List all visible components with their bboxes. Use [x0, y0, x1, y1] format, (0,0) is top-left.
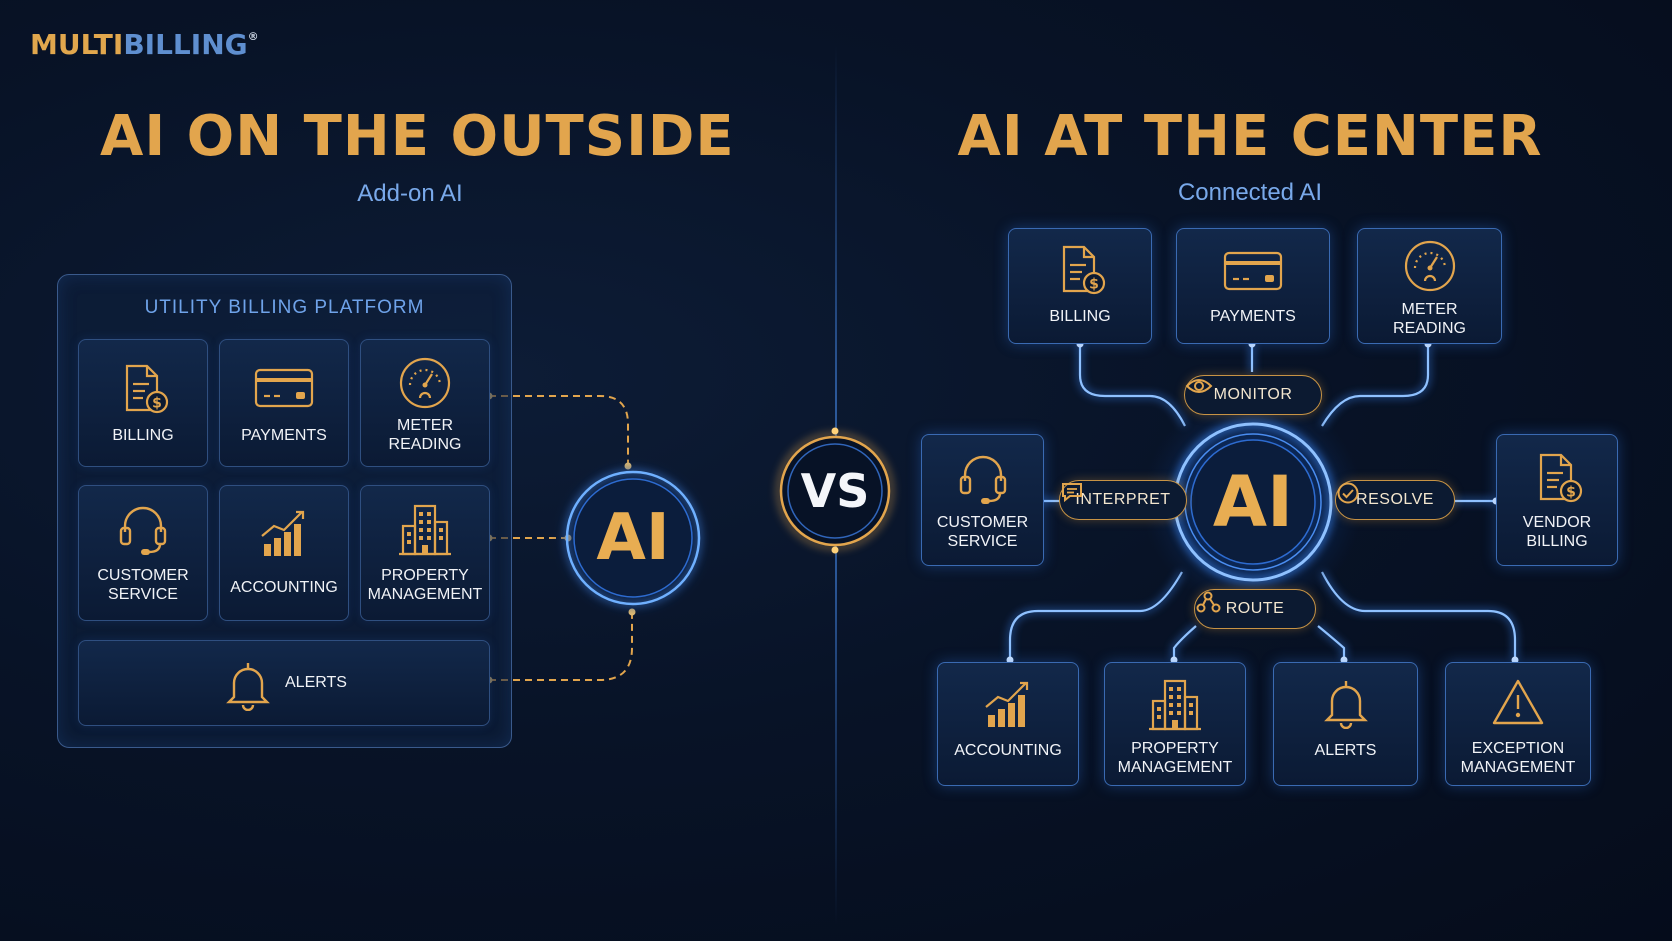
building-icon [1149, 679, 1201, 731]
right-title: AI AT THE CENTER [957, 104, 1543, 169]
logo-part-billing: BILLING [123, 28, 248, 61]
tile-label: PAYMENTS [241, 427, 327, 444]
right-tile-billing[interactable]: $ BILLING [1008, 228, 1152, 344]
tile-label: ALERTS [285, 674, 347, 691]
pill-label: ROUTE [1225, 600, 1285, 617]
left-tile-alerts[interactable]: ALERTS [78, 640, 490, 726]
svg-text:$: $ [152, 396, 162, 412]
credit-card-icon [1223, 251, 1283, 291]
left-tile-accounting[interactable]: ACCOUNTING [219, 485, 349, 621]
route-pill[interactable]: ROUTE [1194, 589, 1316, 629]
left-subtitle: Add-on AI [357, 180, 463, 207]
logo-registered-mark: ® [247, 30, 259, 43]
left-tile-billing[interactable]: $ BILLING [78, 339, 208, 467]
bar-chart-icon [261, 510, 305, 556]
pill-label: RESOLVE [1356, 491, 1434, 508]
tile-label: BILLING [112, 427, 174, 444]
right-ai-label: AI [1212, 461, 1294, 543]
right-tile-payments[interactable]: PAYMENTS [1176, 228, 1330, 344]
monitor-pill[interactable]: MONITOR [1184, 375, 1322, 415]
warning-triangle-icon [1492, 679, 1544, 725]
right-tile-alerts[interactable]: ALERTS [1273, 662, 1418, 786]
vs-label: VS [800, 464, 870, 518]
meter-gauge-icon [1404, 240, 1455, 292]
left-title: AI ON THE OUTSIDE [100, 104, 735, 169]
resolve-pill[interactable]: RESOLVE [1335, 480, 1455, 520]
tile-label: PAYMENTS [1210, 308, 1296, 325]
route-nodes-icon [1196, 591, 1221, 613]
billing-document-icon: $ [1539, 453, 1583, 503]
tile-label: ACCOUNTING [230, 579, 338, 596]
building-icon [399, 504, 451, 556]
svg-text:$: $ [1566, 485, 1576, 501]
svg-text:$: $ [1089, 277, 1099, 293]
bell-icon [226, 663, 270, 711]
platform-title: UTILITY BILLING PLATFORM [144, 297, 425, 318]
tile-label: BILLING [1049, 308, 1111, 325]
right-tile-accounting[interactable]: ACCOUNTING [937, 662, 1079, 786]
headset-icon [119, 506, 167, 555]
brand-logo: MULTIBILLING® [30, 28, 259, 61]
meter-gauge-icon [399, 357, 451, 409]
logo-part-multi: MULTI [30, 28, 124, 61]
bell-icon [1323, 681, 1368, 729]
billing-document-icon: $ [125, 364, 169, 414]
left-ai-label: AI [596, 501, 670, 575]
tile-label: ACCOUNTING [954, 742, 1062, 759]
chat-bubble-icon [1062, 483, 1082, 503]
interpret-pill[interactable]: INTERPRET [1059, 480, 1187, 520]
pill-label: MONITOR [1213, 386, 1293, 403]
right-subtitle: Connected AI [1177, 179, 1323, 206]
eye-icon [1185, 379, 1213, 393]
billing-document-icon: $ [1062, 245, 1106, 295]
headset-icon [959, 455, 1006, 504]
left-tile-payments[interactable]: PAYMENTS [219, 339, 349, 467]
pill-label: INTERPRET [1075, 491, 1171, 508]
bar-chart-icon [985, 681, 1029, 727]
check-circle-icon [1337, 482, 1359, 504]
credit-card-icon [254, 368, 314, 408]
tile-label: ALERTS [1314, 742, 1377, 759]
